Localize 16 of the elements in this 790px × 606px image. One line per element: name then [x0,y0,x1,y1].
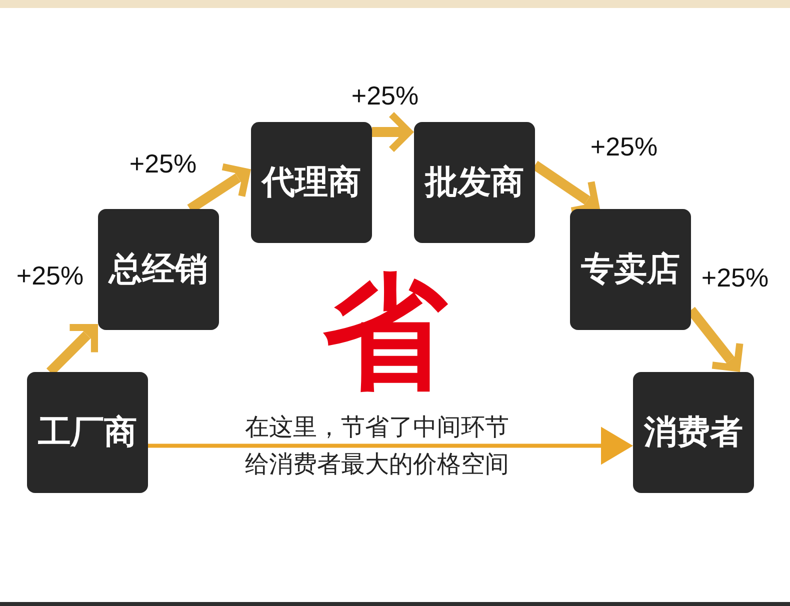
stage-label: 工厂商 [38,414,137,451]
emphasis-character: 省 [323,271,447,395]
stage-box [98,209,219,330]
stage-box [251,122,372,243]
arrow [148,426,633,465]
note-text: 给消费者最大的价格空间 [245,451,509,479]
stage-box [27,372,148,493]
stage-box [633,372,754,493]
stage-box [570,209,691,330]
stage-label: 总经销 [109,251,208,288]
note-text: 在这里，节省了中间环节 [245,414,509,442]
stage-label: 专卖店 [581,251,680,288]
stage-label: 批发商 [425,164,524,201]
stage-label: 代理商 [262,164,361,201]
stage-box [414,122,535,243]
stage-label: 消费者 [644,414,743,451]
